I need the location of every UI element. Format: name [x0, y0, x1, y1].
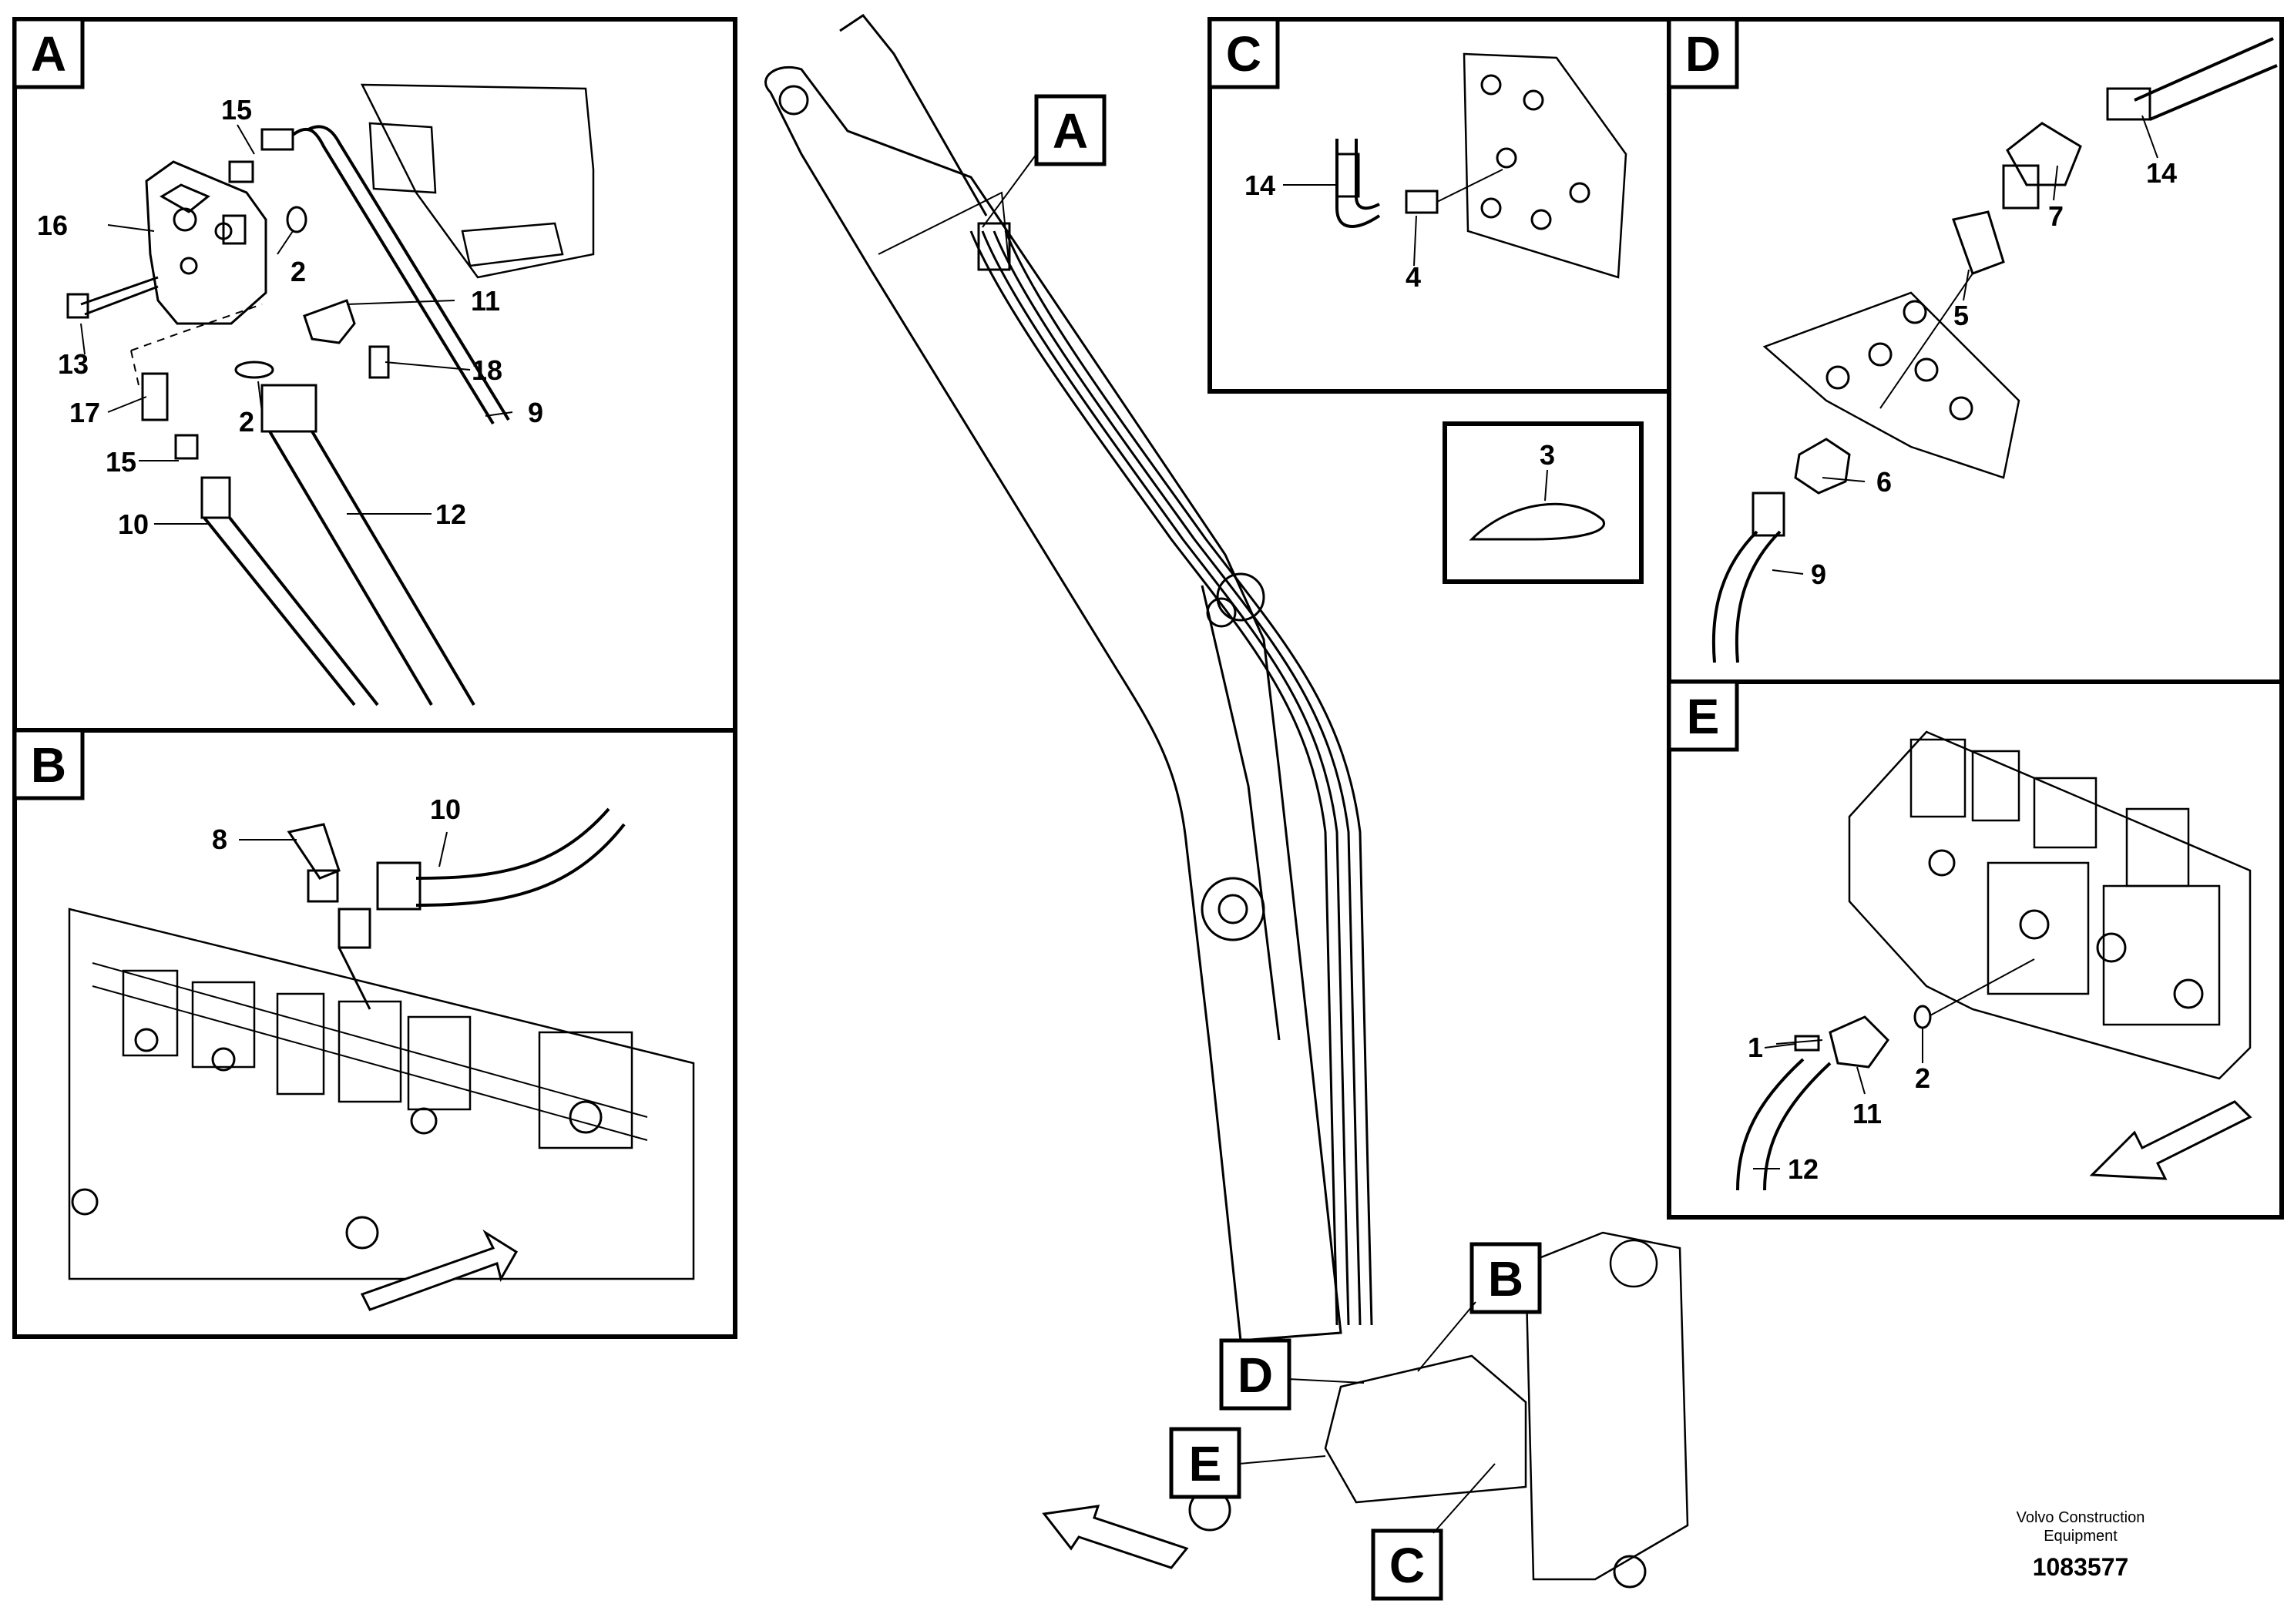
panel-e-frame [1667, 679, 2284, 1220]
panel-b-frame [12, 728, 737, 1339]
footer-company: Volvo Construction Equipment [1957, 1508, 2204, 1545]
callout-a-13: 13 [58, 348, 89, 380]
callout-d-14: 14 [2146, 157, 2177, 189]
callout-e-12: 12 [1788, 1153, 1819, 1185]
callout-a-15-bottom: 15 [106, 446, 136, 478]
boom-main-view [764, 13, 1689, 1601]
cable-tie [1469, 502, 1605, 541]
callout-a-17: 17 [69, 397, 100, 428]
panel-a-letter-box [12, 17, 85, 89]
panel-c-letter: C [1226, 26, 1261, 82]
callout-c-14: 14 [1244, 169, 1275, 201]
boom-outline [764, 65, 1342, 1342]
callout-e-11: 11 [1852, 1098, 1882, 1129]
callout-c-4: 4 [1406, 261, 1421, 293]
callout-d-5: 5 [1953, 300, 1969, 331]
hose-14-d [2134, 37, 2274, 102]
panel-b [12, 728, 737, 1339]
valve-block [145, 160, 267, 325]
main-tag-c: C [1389, 1538, 1425, 1593]
main-tag-d: D [1238, 1347, 1273, 1403]
callout-d-6: 6 [1876, 466, 1892, 498]
callout-a-2-bottom: 2 [239, 406, 254, 438]
control-valve-b [68, 908, 695, 1280]
panel-d-frame [1667, 17, 2284, 684]
panel-e-letter: E [1687, 689, 1720, 744]
drawing-number: 1083577 [2032, 1553, 2129, 1581]
callout-a-18: 18 [472, 354, 502, 386]
hose-9-d [1711, 530, 1758, 663]
callout-a-12: 12 [435, 498, 466, 530]
callout-a-10: 10 [118, 508, 149, 540]
callout-d-9: 9 [1811, 559, 1826, 590]
panel-d-letter-box [1667, 17, 1739, 89]
panel-c [1207, 17, 1671, 394]
main-tag-box-b [1469, 1242, 1542, 1314]
panel-b-letter-box [12, 728, 85, 800]
direction-arrow-e [2089, 1100, 2252, 1180]
panel-a [12, 17, 737, 733]
callout-e-1: 1 [1748, 1032, 1763, 1063]
panel-b-letter: B [31, 737, 66, 793]
control-valve-main [1324, 1354, 1527, 1504]
callout-d-7: 7 [2048, 200, 2064, 232]
main-tag-b: B [1488, 1251, 1523, 1307]
panel-e-letter-box [1667, 679, 1739, 752]
panel-e [1667, 679, 2284, 1220]
callout-b-8: 8 [212, 824, 227, 855]
main-tag-box-d [1219, 1338, 1291, 1411]
hose-9 [291, 127, 495, 425]
pump-housing [1524, 1231, 1689, 1581]
hose-12 [268, 430, 433, 706]
main-tag-box-a [1034, 94, 1107, 166]
mounting-plate-c [1463, 52, 1627, 279]
panel-a-letter: A [31, 26, 66, 82]
direction-arrow-b [360, 1229, 519, 1311]
hose-bundle [969, 230, 1373, 1326]
panel-tie-frame [1443, 421, 1644, 584]
callout-a-9: 9 [528, 397, 543, 428]
callout-a-15-top: 15 [221, 94, 252, 126]
hose-14-c [1335, 139, 1381, 228]
main-tag-a: A [1053, 103, 1088, 159]
control-valve-e [1848, 730, 2252, 1080]
panel-tie [1443, 421, 1644, 584]
panel-d-letter: D [1685, 26, 1721, 82]
callout-b-10: 10 [430, 794, 461, 825]
hose-10 [203, 516, 356, 706]
footer-company-line2: Equipment [2044, 1528, 2118, 1545]
callout-a-2-top: 2 [291, 256, 306, 287]
direction-arrow-main [1042, 1505, 1189, 1569]
callout-a-16: 16 [37, 210, 68, 241]
panel-d [1667, 17, 2284, 684]
callout-tie-3: 3 [1540, 439, 1555, 471]
panel-a-frame [12, 17, 737, 733]
hose-10-b [415, 807, 610, 880]
footer-company-line1: Volvo Construction [2016, 1509, 2145, 1526]
main-tag-box-c [1371, 1528, 1443, 1601]
boom-pivot [1201, 877, 1265, 941]
callout-a-11: 11 [471, 285, 500, 317]
panel-c-letter-box [1207, 17, 1280, 89]
callout-e-2: 2 [1915, 1062, 1930, 1094]
hose-12-e [1736, 1058, 1805, 1191]
main-tag-e: E [1189, 1436, 1222, 1491]
mounting-plate-d [1762, 291, 2020, 479]
